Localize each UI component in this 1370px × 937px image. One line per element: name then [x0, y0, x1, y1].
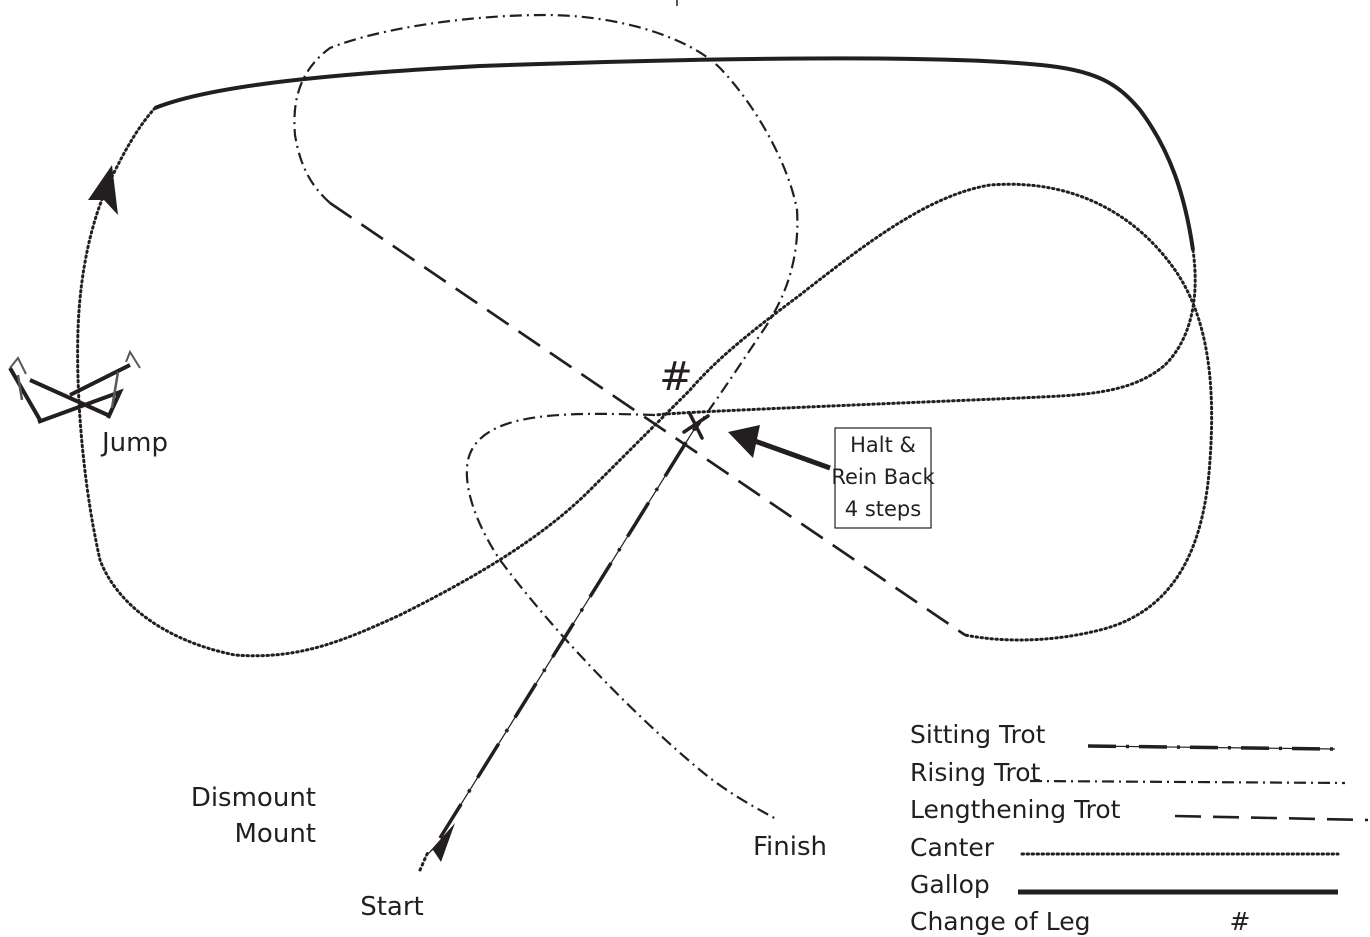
finish-label: Finish: [753, 832, 827, 862]
legend-rising-trot-line: [1029, 779, 1346, 785]
change-of-leg-marker: #: [659, 354, 693, 400]
halt-note-line2: Rein Back: [831, 465, 935, 489]
canter-right-loop: [653, 248, 1197, 417]
halt-note-line1: Halt &: [850, 433, 916, 457]
halt-arrow-shaft: [751, 437, 831, 471]
direction-arrow-start: [422, 823, 455, 862]
legend-change-of-leg-symbol: #: [1230, 907, 1251, 936]
legend-gallop-label: Gallop: [910, 870, 990, 899]
legend-canter-label: Canter: [910, 833, 995, 862]
jump-label: Jump: [100, 428, 168, 458]
start-label: Start: [360, 892, 424, 922]
canter-left-loop: [76, 106, 1214, 658]
rising-trot-lower-loop: [465, 412, 779, 821]
halt-cross-mark: [682, 412, 710, 440]
mount-label: Mount: [235, 819, 317, 849]
sitting-trot-dashes: [438, 419, 702, 839]
gallop-path: [154, 56, 1195, 251]
dismount-label: Dismount: [191, 783, 316, 813]
halt-arrow-head: [728, 425, 760, 458]
lengthening-trot-path: [329, 201, 966, 637]
legend: Sitting Trot Rising Trot Lengthening Tro…: [910, 720, 1369, 936]
halt-note-line3: 4 steps: [845, 497, 921, 521]
halt-note-box: [834, 427, 932, 529]
legend-sitting-trot-line: [1087, 744, 1336, 751]
legend-rising-trot-label: Rising Trot: [910, 758, 1041, 787]
direction-arrow-up-left: [88, 165, 118, 215]
legend-sitting-trot-label: Sitting Trot: [910, 720, 1046, 749]
jump-icon: [8, 349, 141, 424]
rising-trot-upper-loop: [293, 13, 799, 431]
legend-change-of-leg-label: Change of Leg: [910, 907, 1090, 936]
legend-lengthening-trot-label: Lengthening Trot: [910, 795, 1121, 824]
legend-lengthening-trot-line: [1174, 814, 1369, 822]
